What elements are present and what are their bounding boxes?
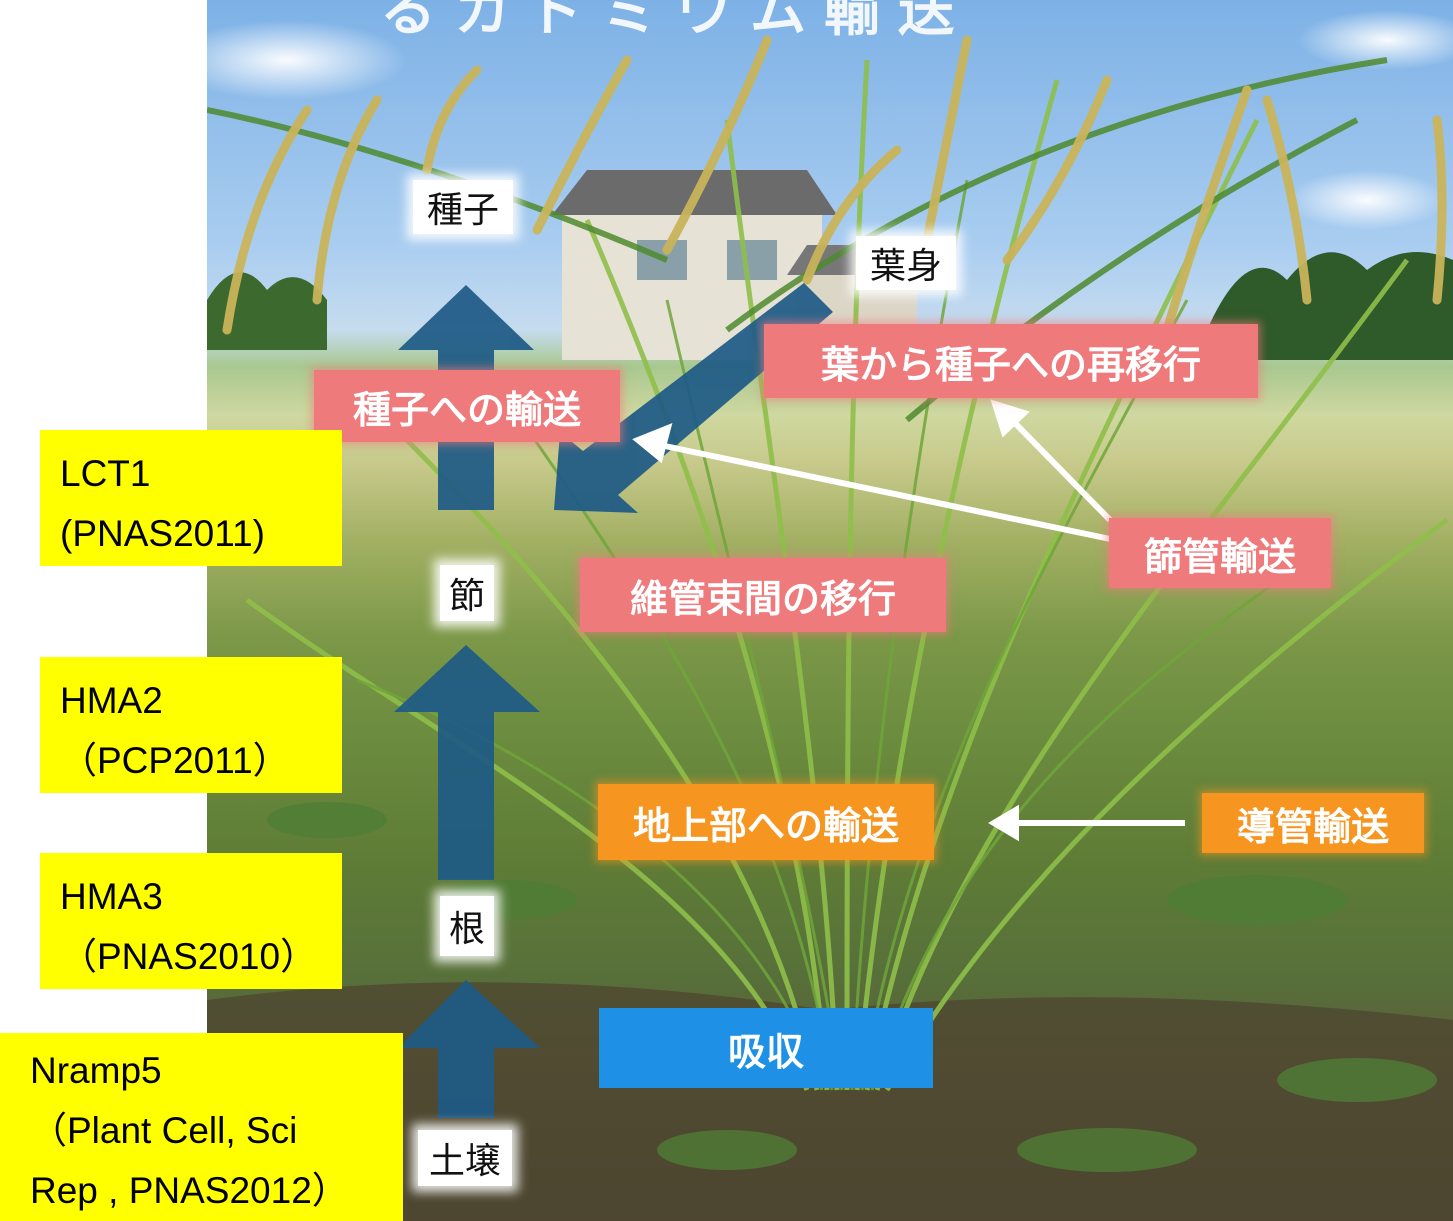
label-transport-to-seed: 種子への輸送 [314, 370, 620, 442]
label-root: 根 [440, 896, 494, 956]
label-soil: 土壌 [418, 1130, 512, 1186]
label-leaf-blade: 葉身 [856, 236, 956, 290]
gene-box-nramp5: Nramp5 （Plant Cell, Sci Rep , PNAS2012） [0, 1033, 403, 1221]
gene-name: Nramp5 [30, 1050, 162, 1091]
label-seed: 種子 [413, 180, 513, 234]
gene-reference-continued: Rep , PNAS2012） [30, 1169, 349, 1211]
label-node: 節 [440, 565, 494, 621]
gene-name: HMA3 [60, 876, 163, 917]
gene-reference: (PNAS2011) [60, 512, 265, 554]
label-xylem-transport: 導管輸送 [1202, 793, 1424, 853]
gene-box-hma2: HMA2 （PCP2011） [40, 657, 342, 793]
gene-name: LCT1 [60, 453, 151, 494]
label-transport-to-shoot: 地上部への輸送 [598, 784, 934, 860]
heading-fragment: るカドミウム輸送 [380, 0, 972, 44]
gene-box-lct1: LCT1 (PNAS2011) [40, 430, 342, 566]
label-absorption: 吸収 [599, 1008, 933, 1088]
gene-reference: （PNAS2010） [60, 935, 318, 977]
gene-name: HMA2 [60, 680, 163, 721]
label-phloem-transport: 篩管輸送 [1109, 518, 1331, 588]
gene-box-hma3: HMA3 （PNAS2010） [40, 853, 342, 989]
label-remobilization: 葉から種子への再移行 [764, 324, 1258, 398]
label-intervascular-transfer: 維管束間の移行 [580, 558, 946, 632]
gene-reference: （Plant Cell, Sci [30, 1109, 298, 1151]
gene-reference: （PCP2011） [60, 739, 290, 781]
